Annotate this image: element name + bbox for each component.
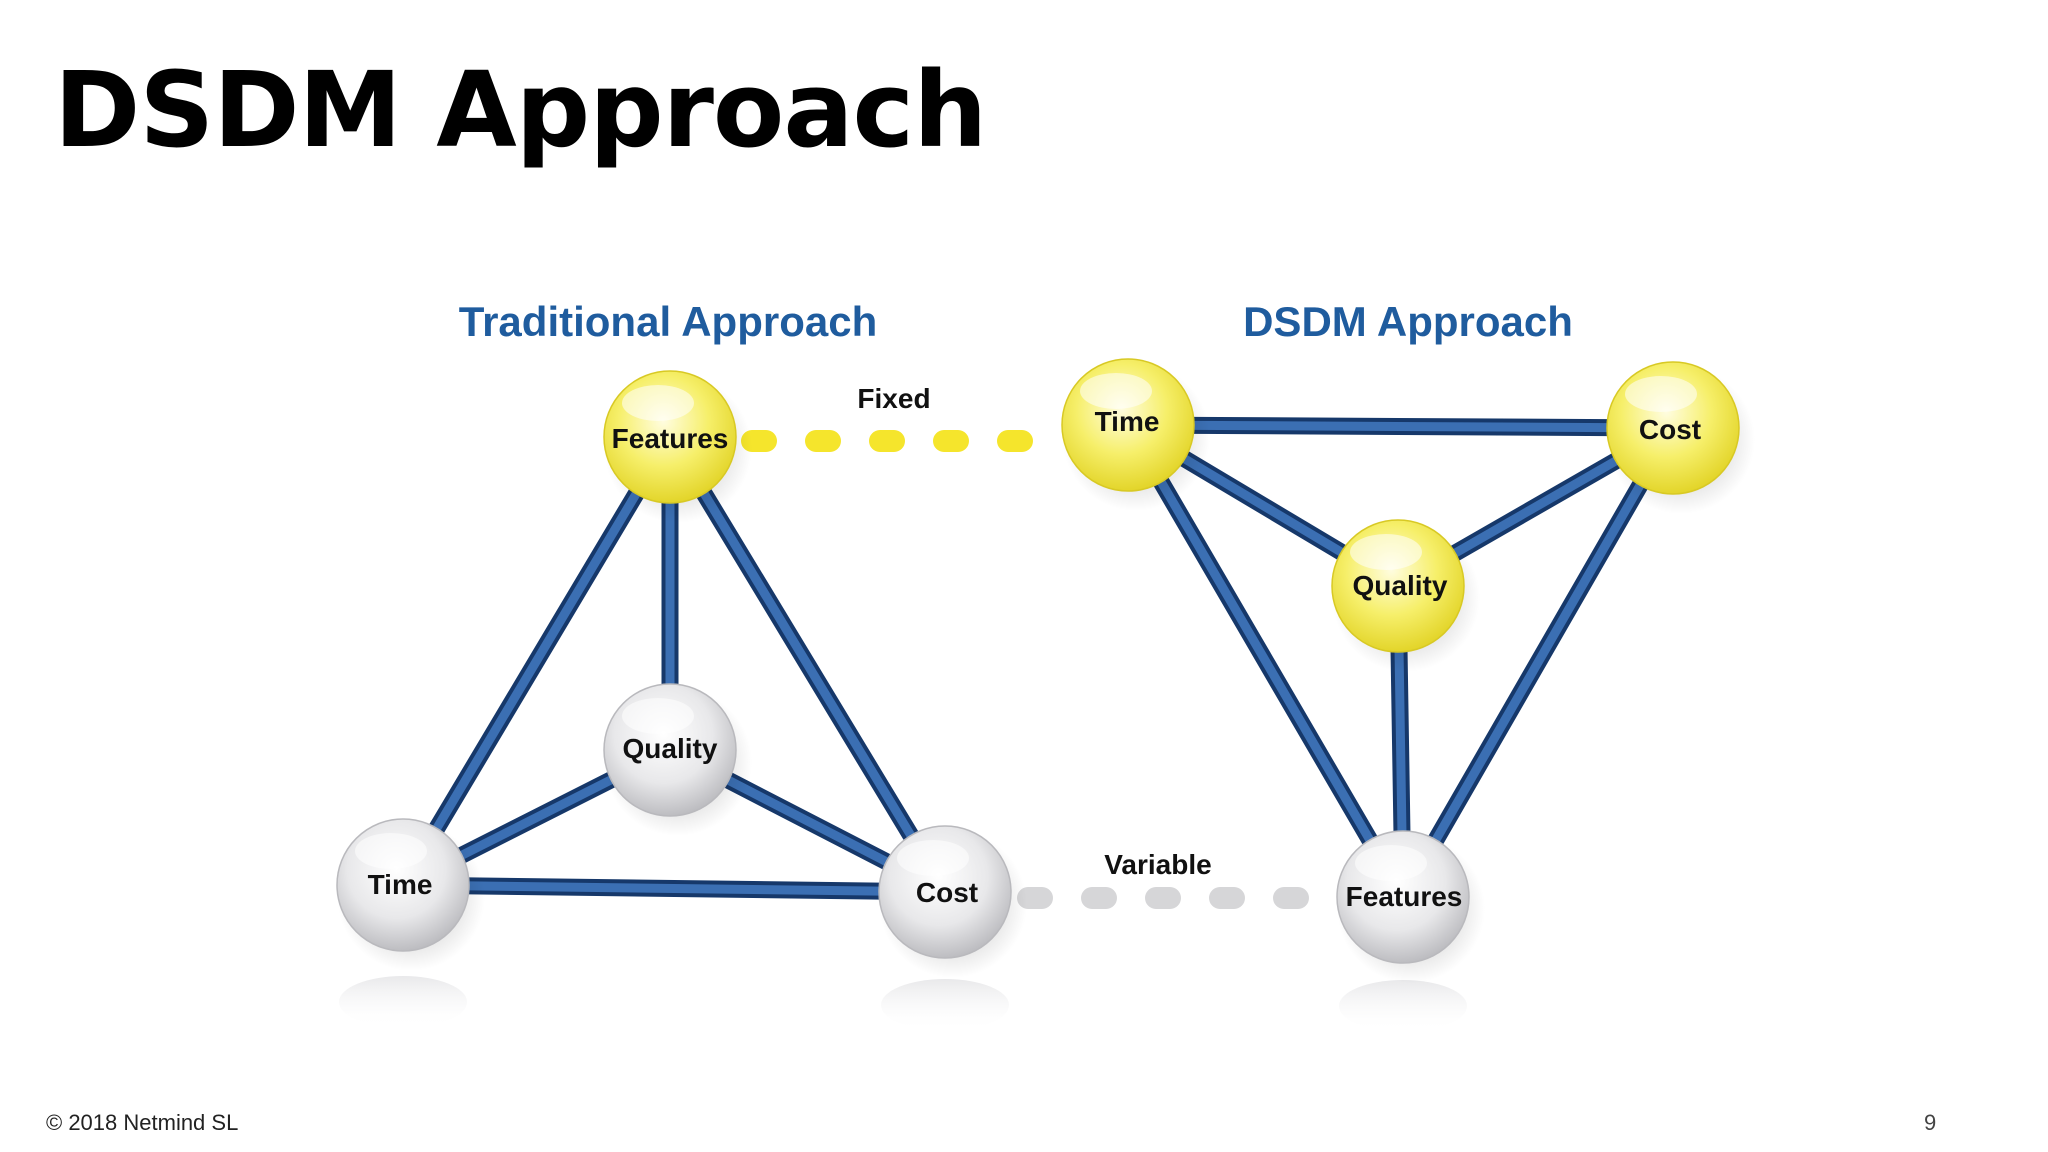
traditional-features-highlight [622,385,694,421]
slide-title: DSDM Approach [54,49,987,171]
page-number: 9 [1924,1110,1937,1135]
dsdm-heading: DSDM Approach [1243,298,1573,345]
traditional-features-node [603,370,752,523]
traditional-heading: Traditional Approach [459,298,877,345]
dsdm-features-node [1336,830,1485,983]
traditional-time-node [336,818,485,971]
dsdm-cost-label: Cost [1639,414,1701,445]
copyright-footer: © 2018 Netmind SL [46,1110,239,1135]
traditional-time-highlight [355,833,427,869]
dsdm-quality-highlight [1350,534,1422,570]
dsdm-features-highlight [1355,845,1427,881]
traditional-quality-node [603,683,752,836]
dsdm-time-label: Time [1095,406,1160,437]
dsdm-features-label: Features [1346,881,1463,912]
fixed-label: Fixed [857,383,930,414]
traditional-cost-node [878,825,1027,978]
traditional-cost-label: Cost [916,877,978,908]
dsdm-time-node [1061,358,1210,511]
traditional-features-label: Features [612,423,729,454]
traditional-quality-label: Quality [623,733,718,764]
dsdm-time-highlight [1080,373,1152,409]
node-layer [336,358,1755,983]
dsdm-cost-node [1606,361,1755,514]
dsdm-quality-label: Quality [1353,570,1448,601]
floor-reflections [339,976,1467,1032]
dsdm-quality-node [1331,519,1480,672]
variable-label: Variable [1104,849,1211,880]
traditional-cost-highlight [897,840,969,876]
dsdm-cost-highlight [1625,376,1697,412]
traditional-time-label: Time [368,869,433,900]
traditional-quality-highlight [622,698,694,734]
